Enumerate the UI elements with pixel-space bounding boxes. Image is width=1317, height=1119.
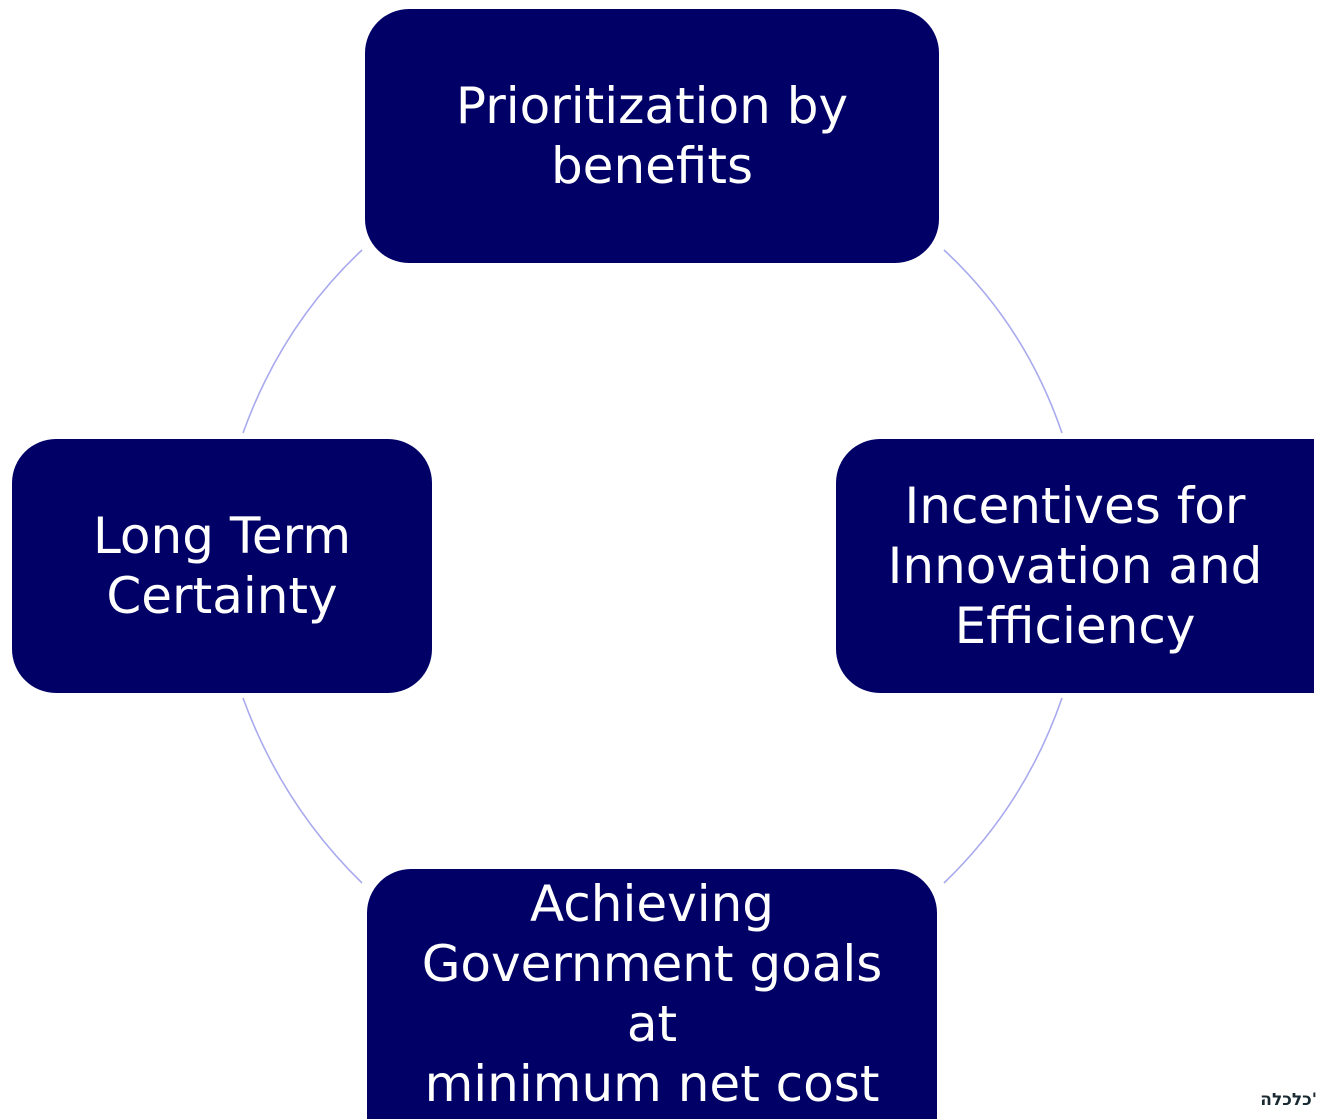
corner-hebrew-text: 'כלכלה	[1260, 1090, 1317, 1110]
node-achieving-government-goals: Achieving Government goals at minimum ne…	[367, 869, 937, 1119]
node-label: Achieving Government goals at minimum ne…	[421, 875, 883, 1113]
node-label: Incentives for Innovation and Efficiency	[887, 477, 1263, 655]
node-label: Long Term Certainty	[92, 507, 352, 625]
connector-left-top	[242, 249, 363, 434]
connector-bottom-left	[242, 697, 363, 884]
connector-right-bottom	[943, 697, 1063, 884]
node-label: Prioritization by benefits	[455, 77, 849, 195]
node-incentives-innovation-efficiency: Incentives for Innovation and Efficiency	[836, 439, 1314, 693]
node-prioritization-by-benefits: Prioritization by benefits	[365, 9, 939, 263]
connector-top-right	[943, 249, 1063, 434]
node-long-term-certainty: Long Term Certainty	[12, 439, 432, 693]
